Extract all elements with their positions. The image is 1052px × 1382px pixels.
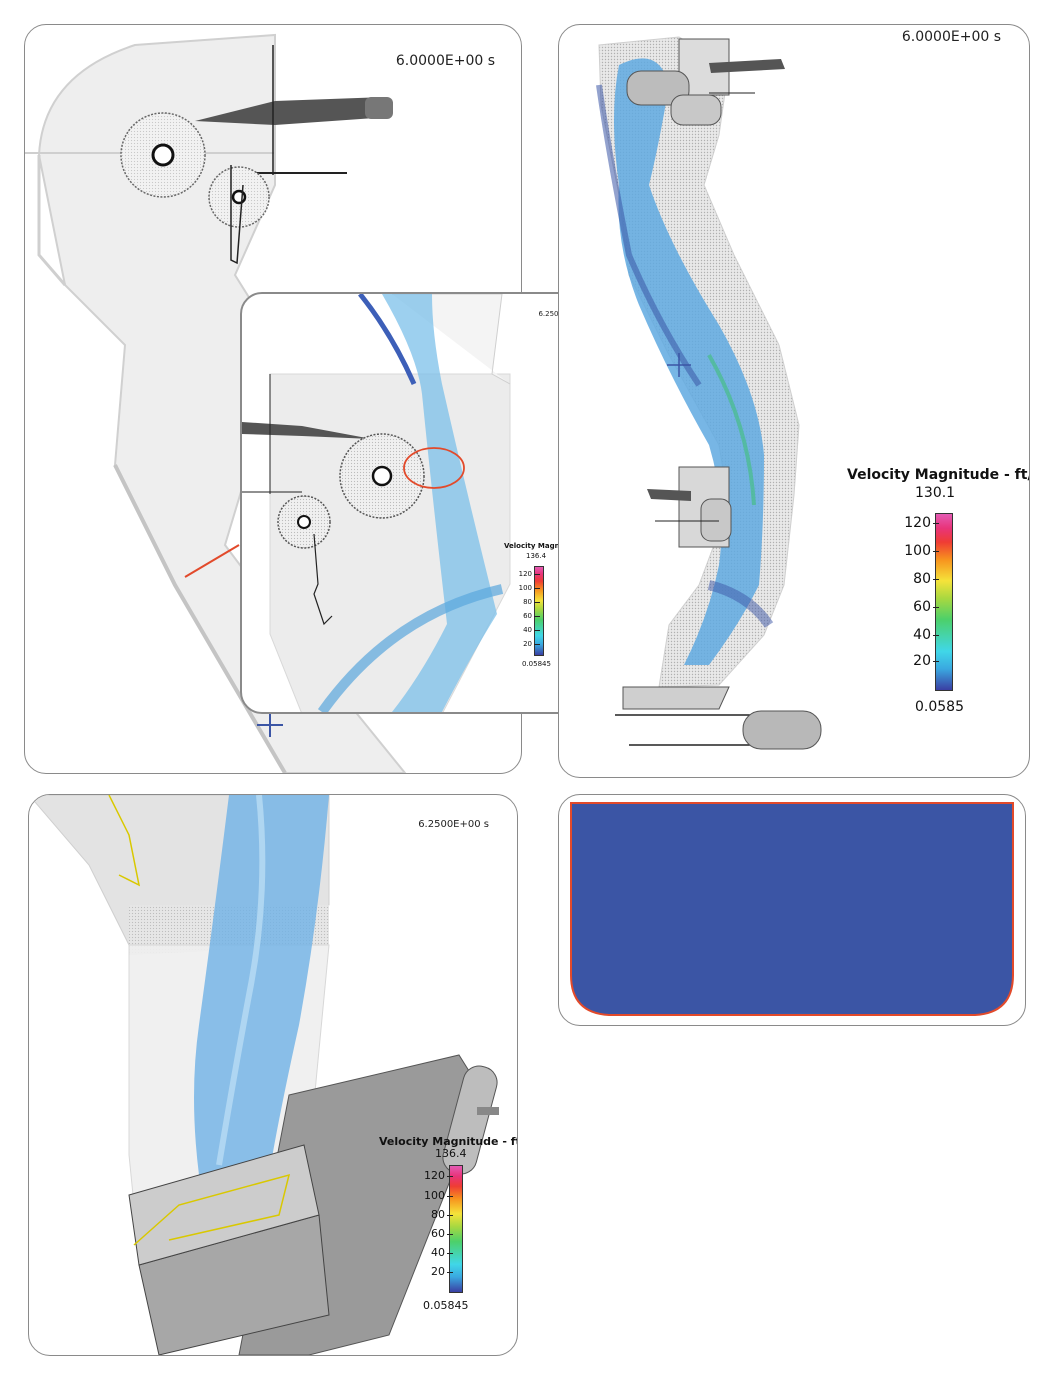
particle-stream — [194, 795, 329, 1175]
head-pulley-hub — [151, 143, 175, 167]
inset-conveyor-arm — [242, 422, 372, 439]
stream-core — [707, 354, 756, 506]
legend-min: 0.0585 — [915, 699, 964, 715]
timestamp: 6.2500E+00 s — [418, 819, 489, 830]
legend-min: 0.05845 — [423, 1299, 469, 1312]
legend-tick: 80 — [913, 571, 939, 587]
chute-full-view — [596, 36, 822, 750]
legend-max: 136.4 — [526, 552, 547, 560]
legend-tick: 80 — [431, 1208, 453, 1221]
stream-core — [216, 795, 266, 1166]
legend-max: 136.4 — [435, 1147, 467, 1160]
chute-edge — [37, 155, 67, 286]
panel-bottom-right — [558, 794, 1026, 1026]
conveyor-arm — [195, 97, 390, 125]
head-drum — [626, 70, 690, 106]
high-velocity-zone — [599, 913, 999, 1015]
velocity-contour-section — [570, 802, 1014, 1016]
velocity-legend: Velocity Magnitude - ft/s 130.1 120 100 … — [847, 467, 1030, 717]
snub-drum — [670, 94, 722, 126]
skirt-top — [128, 1144, 320, 1266]
legend-max: 130.1 — [915, 485, 956, 501]
top-conveyor — [709, 59, 785, 73]
scraper-blade — [230, 165, 244, 265]
legend-tick: 40 — [913, 627, 939, 643]
legend-tick: 60 — [523, 612, 540, 620]
inset-head-pulley-hub — [371, 465, 393, 487]
conveyor-end — [365, 97, 393, 119]
velocity-legend: Velocity Magnitude - ft/s 136.4 120 100 … — [379, 1135, 517, 1315]
legend-tick: 80 — [523, 598, 540, 606]
panel-inset: 6.2500E+00 s Velocity Magnitude - ft/s 1… — [240, 292, 608, 714]
chute-side-view — [25, 33, 407, 773]
legend-tick: 40 — [523, 626, 540, 634]
legend-tick: 60 — [913, 599, 939, 615]
mid-conveyor — [647, 489, 691, 501]
chute-edge-lower — [113, 464, 287, 773]
snub-pulley-hub — [231, 189, 247, 205]
stream-lower — [317, 584, 504, 712]
timestamp: 6.0000E+00 s — [395, 53, 495, 69]
inset-view — [242, 294, 511, 712]
material-stream — [382, 294, 497, 712]
legend-colorbar — [449, 1165, 463, 1293]
legend-tick: 100 — [518, 584, 541, 592]
stream-edge — [358, 294, 417, 386]
panel-bottom-left: 6.2500E+00 s Velocity Magnitude - ft/s 1… — [28, 794, 518, 1356]
legend-tick: 120 — [518, 570, 541, 578]
stream-edge-left — [596, 84, 702, 387]
legend-tick: 120 — [904, 515, 939, 531]
inset-snub-pulley-hub — [297, 515, 311, 529]
tail-drum — [742, 710, 822, 750]
section-line — [184, 544, 240, 578]
timestamp: 6.0000E+00 s — [901, 29, 1001, 45]
legend-title: Velocity Magnitude - ft/s — [379, 1135, 518, 1148]
legend-tick: 20 — [913, 653, 939, 669]
panel-top-right: 6.0000E+00 s Velocity Magnitude - ft/s 1… — [558, 24, 1030, 778]
mid-drum — [700, 498, 732, 542]
legend-colorbar — [534, 566, 544, 656]
legend-tick: 100 — [904, 543, 939, 559]
legend-colorbar — [935, 513, 953, 691]
skirt-outline-yellow — [133, 1173, 291, 1246]
loading-skirt — [622, 686, 730, 710]
legend-tick: 60 — [431, 1227, 453, 1240]
chute-outline-yellow — [108, 795, 141, 887]
inset-scraper — [313, 533, 333, 626]
impact-highlight — [403, 447, 465, 489]
legend-tick: 120 — [424, 1169, 453, 1182]
legend-tick: 40 — [431, 1246, 453, 1259]
chute-3d-view — [29, 795, 499, 1355]
legend-tick: 20 — [431, 1265, 453, 1278]
velocity-legend: Velocity Magnitude - ft/s 136.4 120 100 … — [504, 542, 601, 682]
legend-tick: 100 — [424, 1189, 453, 1202]
legend-tick: 20 — [523, 640, 540, 648]
drum-shaft — [477, 1107, 499, 1115]
legend-min: 0.05845 — [522, 660, 551, 668]
legend-title: Velocity Magnitude - ft/s — [847, 467, 1030, 483]
legend-title: Velocity Magnitude - ft/s — [504, 542, 601, 550]
section-boundary — [570, 802, 1014, 1016]
stream-lower-edge — [707, 580, 774, 628]
